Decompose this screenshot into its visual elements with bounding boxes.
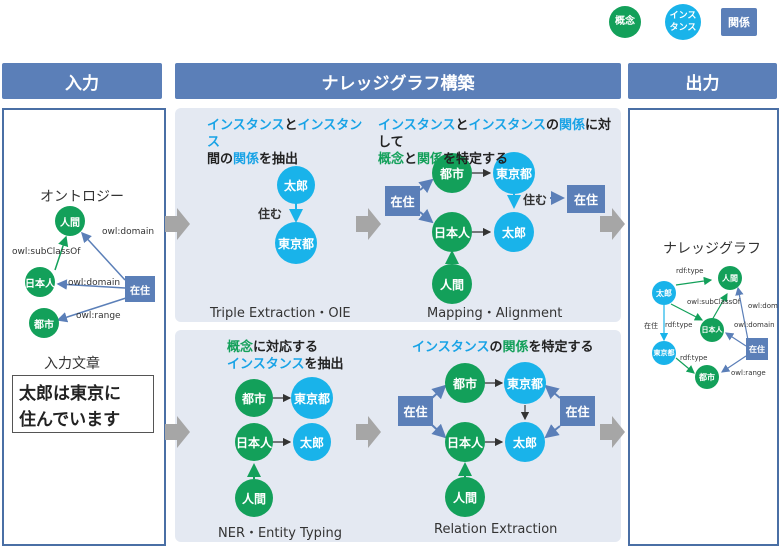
rel-node-reside-left: 在住 <box>403 405 428 419</box>
ont-node-japanese: 日本人 <box>25 279 55 290</box>
flow-arrow-1 <box>165 208 190 240</box>
flow-arrow-6 <box>600 416 625 448</box>
out-edge-type1: rdf:type <box>676 267 704 275</box>
input-text-line1: 太郎は東京に <box>19 384 121 404</box>
out-edge-subclass: owl:subClassOf <box>687 298 741 306</box>
ont-edge-domain2: owl:domain <box>68 278 121 288</box>
ontology-label: オントロジー <box>40 189 124 205</box>
map-edge: 住む <box>523 193 548 207</box>
legend-instance: インス タンス <box>665 4 701 40</box>
map-node-tokyo: 東京都 <box>495 167 532 181</box>
out-node-person: 人間 <box>722 274 738 283</box>
header-output: 出力 <box>628 63 777 99</box>
ner-title: 概念に対応する インスタンスを抽出 <box>227 340 344 372</box>
out-edge-type3: rdf:type <box>680 354 708 362</box>
flow-arrow-4 <box>356 416 381 448</box>
rel-node-reside-right: 在住 <box>565 405 590 419</box>
rel-node-city: 都市 <box>452 377 477 391</box>
out-edge-type2: rdf:type <box>665 321 693 329</box>
out-edge-reside: 在住 <box>644 322 658 330</box>
mapping-caption: Mapping・Alignment <box>427 306 563 321</box>
ont-node-city: 都市 <box>34 320 54 331</box>
triple-node-taro: 太郎 <box>283 179 308 193</box>
relation-title: インスタンスの関係を特定する <box>412 340 594 355</box>
out-edge-range: owl:range <box>731 369 766 377</box>
triple-caption: Triple Extraction・OIE <box>210 306 351 321</box>
rel-node-taro: 太郎 <box>512 436 537 450</box>
input-text-line2: 住んでいます <box>19 410 121 430</box>
map-node-reside-left: 在住 <box>390 195 415 209</box>
triple-edge: 住む <box>258 207 283 221</box>
ner-caption: NER・Entity Typing <box>218 526 343 541</box>
out-node-japanese: 日本人 <box>701 326 723 334</box>
legend-concept: 概念 <box>609 6 641 38</box>
map-node-city: 都市 <box>439 167 464 181</box>
ner-node-city: 都市 <box>241 392 266 406</box>
ner-node-taro: 太郎 <box>299 436 324 450</box>
flow-arrow-2 <box>165 416 190 448</box>
triple-node-tokyo: 東京都 <box>277 237 314 251</box>
out-node-taro: 太郎 <box>656 289 672 298</box>
ner-node-tokyo: 東京都 <box>293 392 330 406</box>
ont-edge-domain1: owl:domain <box>102 227 155 237</box>
ont-edge-range: owl:range <box>76 311 121 321</box>
header-build: ナレッジグラフ構築 <box>175 63 621 99</box>
ontology-graph <box>25 206 155 338</box>
map-node-person: 人間 <box>439 278 464 292</box>
map-node-reside-right: 在住 <box>573 193 598 207</box>
ner-node-person: 人間 <box>241 492 266 506</box>
legend-relation: 関係 <box>721 8 757 36</box>
ont-node-person: 人間 <box>60 218 80 229</box>
ont-edge-subclass: owl:subClassOf <box>12 247 81 257</box>
output-label: ナレッジグラフ <box>663 241 761 257</box>
header-input: 入力 <box>2 63 162 99</box>
rel-node-japanese: 日本人 <box>446 436 483 450</box>
triple-title: インスタンスとインスタンス 間の関係を抽出 <box>207 118 363 167</box>
map-node-taro: 太郎 <box>501 226 526 240</box>
map-node-japanese: 日本人 <box>433 226 470 240</box>
out-edge-domain-b: owl:domain <box>734 321 775 329</box>
rel-node-tokyo: 東京都 <box>506 377 543 391</box>
out-node-reside: 在住 <box>749 345 765 354</box>
flow-arrow-3 <box>356 208 381 240</box>
out-node-tokyo: 東京都 <box>653 349 675 357</box>
mapping-title: インスタンスとインスタンスの関係に対して 概念と関係を特定する <box>378 118 612 167</box>
flow-arrow-5 <box>600 208 625 240</box>
relation-caption: Relation Extraction <box>434 522 558 537</box>
input-text-label: 入力文章 <box>44 356 100 372</box>
input-panel <box>2 108 166 546</box>
out-edge-domain-a: owl:dom <box>748 302 778 310</box>
ner-node-japanese: 日本人 <box>235 436 272 450</box>
rel-node-person: 人間 <box>452 491 477 505</box>
ont-node-reside: 在住 <box>130 286 150 297</box>
out-node-city: 都市 <box>699 373 715 382</box>
input-text-box: 太郎は東京に 住んでいます <box>12 375 154 433</box>
